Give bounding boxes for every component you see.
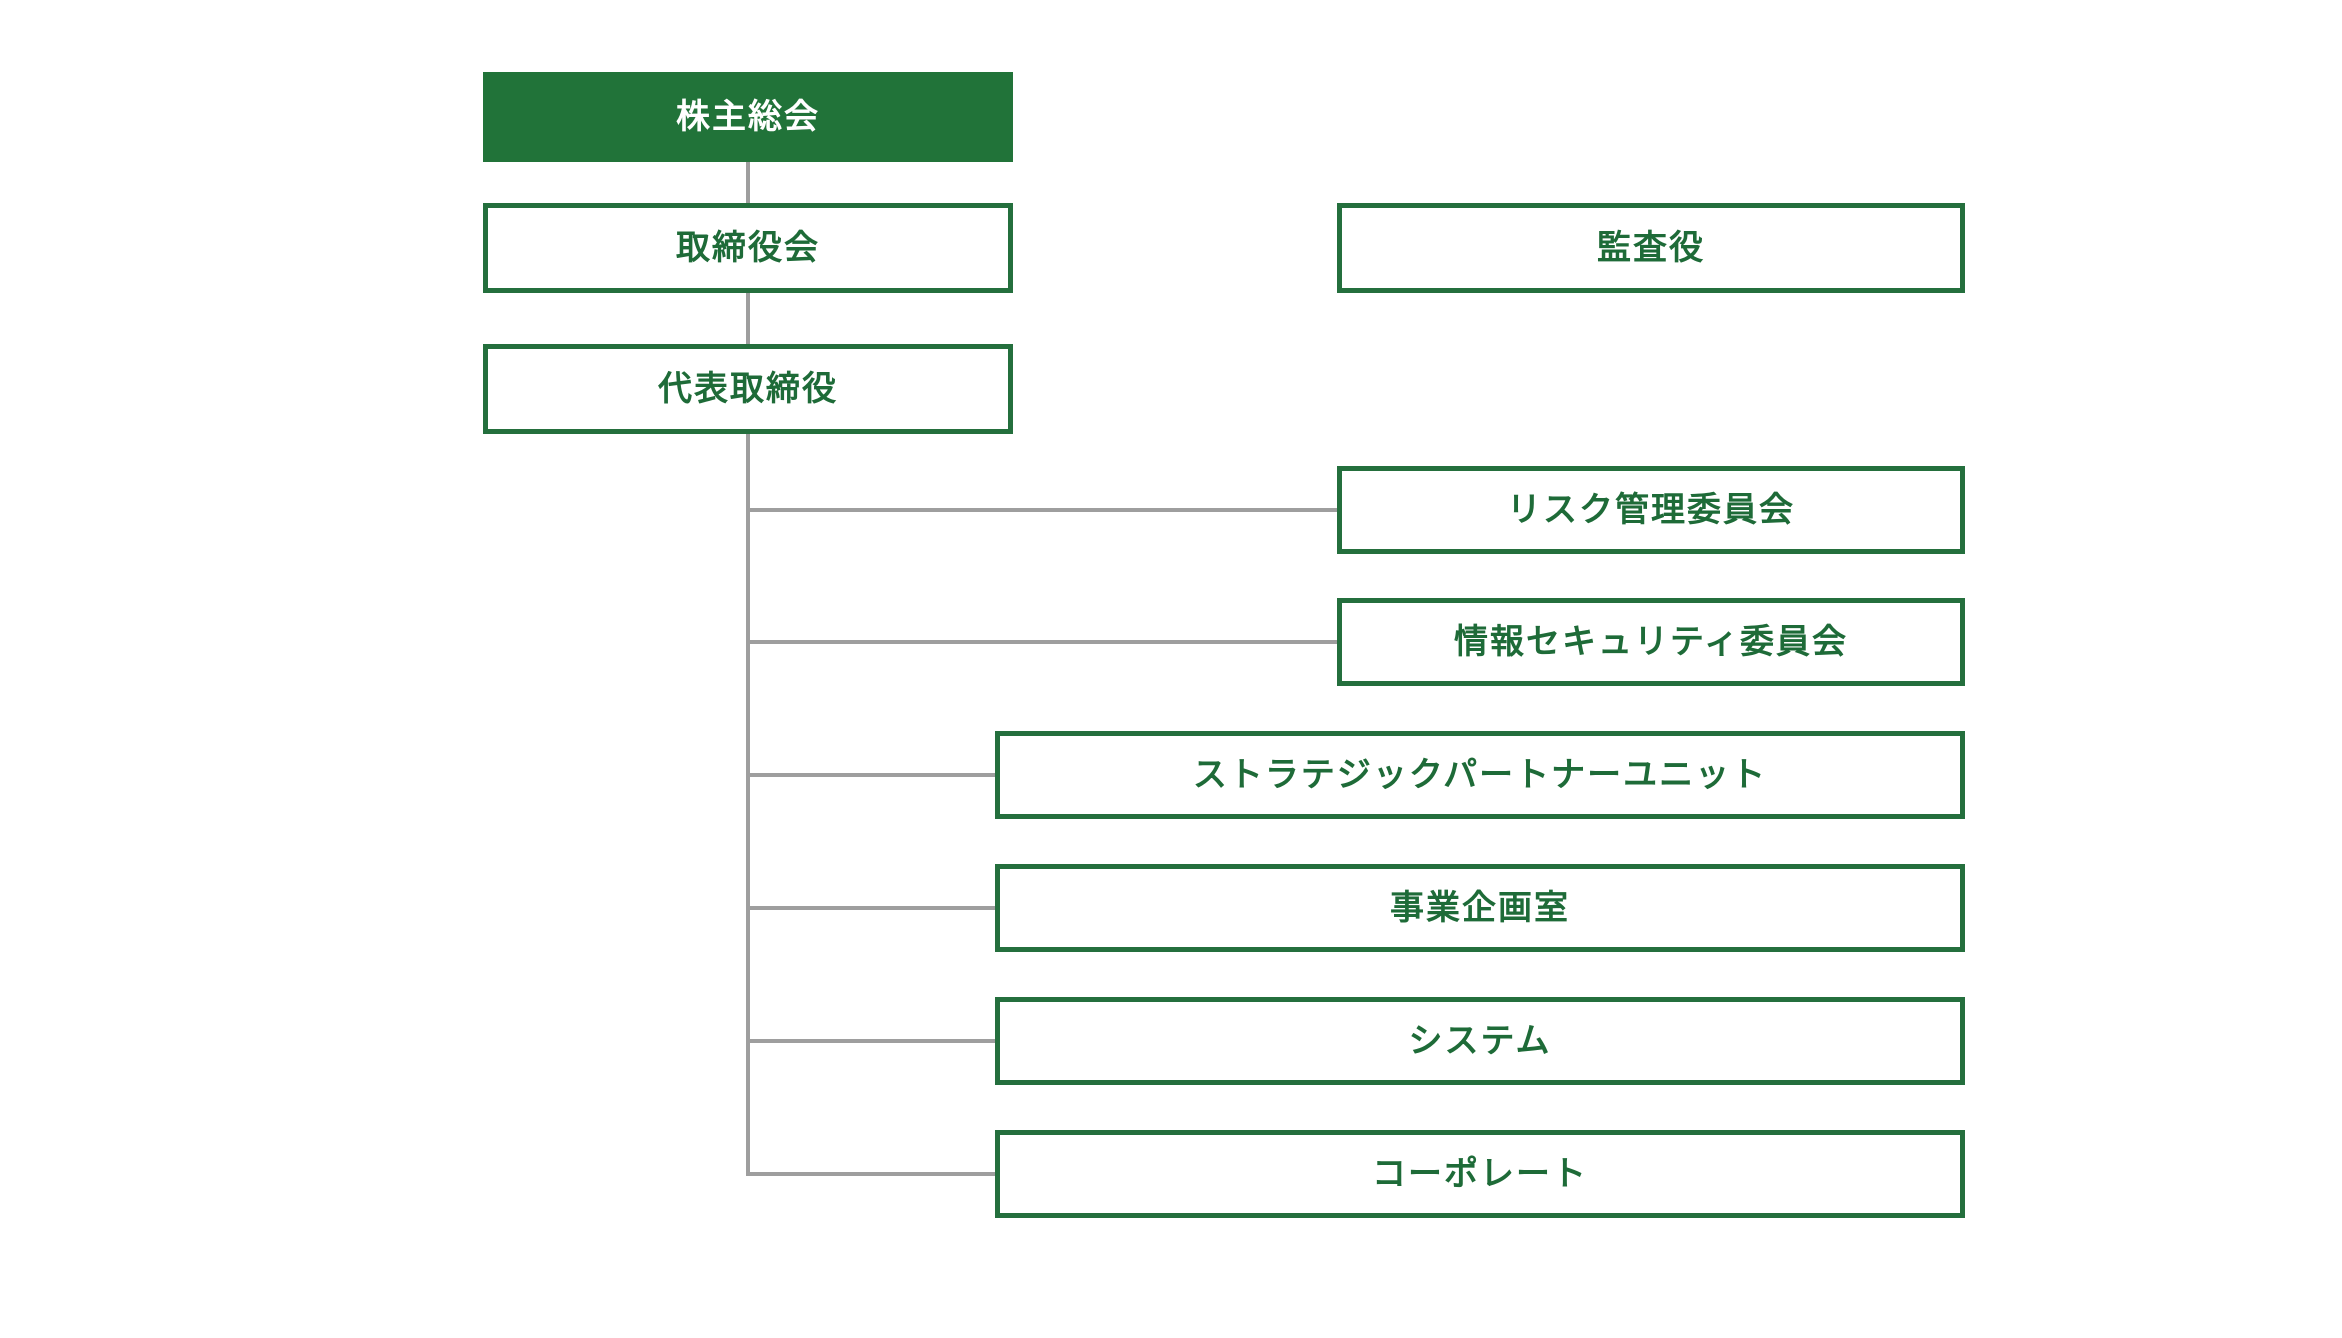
node-risk-management-committee: リスク管理委員会: [1337, 466, 1965, 554]
connector-branch-business-planning-office: [746, 906, 995, 910]
node-strategic-partner-unit: ストラテジックパートナーユニット: [995, 731, 1965, 819]
node-shareholders-meeting: 株主総会: [483, 72, 1013, 162]
connector-branch-risk-management: [746, 508, 1337, 512]
connector-shareholders-to-board: [746, 162, 750, 203]
node-corporate-division: コーポレート: [995, 1130, 1965, 1218]
node-representative-director: 代表取締役: [483, 344, 1013, 434]
node-board-of-directors: 取締役会: [483, 203, 1013, 293]
connector-branch-system: [746, 1039, 995, 1043]
node-representative-director-label: 代表取締役: [658, 369, 838, 409]
node-business-planning-office-label: 事業企画室: [1390, 888, 1570, 928]
node-system-division-label: システム: [1408, 1021, 1552, 1061]
node-information-security-committee-label: 情報セキュリティ委員会: [1454, 622, 1848, 662]
connector-branch-corporate: [746, 1172, 995, 1176]
node-shareholders-meeting-label: 株主総会: [676, 97, 820, 137]
connector-branch-information-security: [746, 640, 1337, 644]
node-corporate-division-label: コーポレート: [1372, 1154, 1588, 1194]
node-business-planning-office: 事業企画室: [995, 864, 1965, 952]
node-system-division: システム: [995, 997, 1965, 1085]
node-board-of-directors-label: 取締役会: [676, 228, 820, 268]
connector-representative-trunk: [746, 434, 750, 1176]
node-auditor-label: 監査役: [1597, 228, 1705, 268]
connector-board-to-representative: [746, 293, 750, 344]
node-information-security-committee: 情報セキュリティ委員会: [1337, 598, 1965, 686]
connector-branch-strategic-partner-unit: [746, 773, 995, 777]
node-auditor: 監査役: [1337, 203, 1965, 293]
node-risk-management-committee-label: リスク管理委員会: [1507, 490, 1795, 530]
node-strategic-partner-unit-label: ストラテジックパートナーユニット: [1192, 755, 1768, 795]
